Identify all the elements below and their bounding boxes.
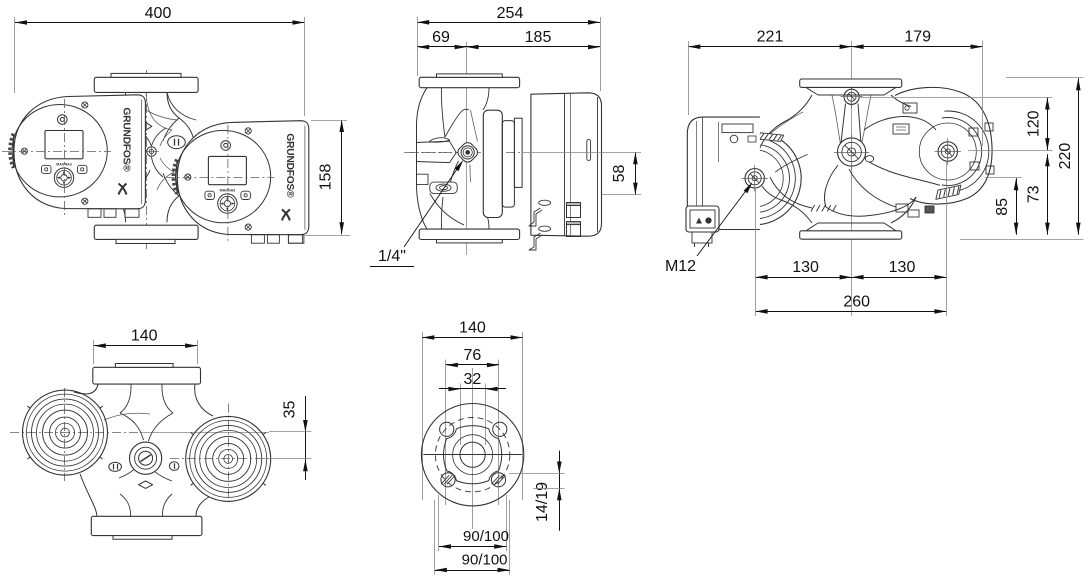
svg-text:221: 221: [757, 29, 784, 46]
svg-text:90/100: 90/100: [463, 528, 509, 545]
svg-text:73: 73: [1026, 185, 1043, 203]
svg-text:85: 85: [994, 198, 1011, 216]
svg-text:32: 32: [464, 371, 482, 388]
svg-text:GRUNDFOS®: GRUNDFOS®: [121, 108, 132, 173]
svg-text:MAGNA3: MAGNA3: [56, 163, 72, 167]
svg-text:90/100: 90/100: [462, 552, 508, 569]
svg-text:179: 179: [904, 29, 931, 46]
svg-text:MAGNA3: MAGNA3: [220, 189, 236, 193]
svg-text:M12: M12: [665, 258, 696, 275]
svg-text:GRUNDFOS®: GRUNDFOS®: [284, 133, 295, 198]
svg-text:58: 58: [611, 165, 628, 183]
svg-text:254: 254: [497, 5, 524, 22]
svg-text:130: 130: [792, 259, 819, 276]
svg-text:14/19: 14/19: [534, 482, 551, 522]
svg-text:130: 130: [889, 259, 916, 276]
svg-text:69: 69: [432, 29, 450, 46]
svg-text:185: 185: [525, 29, 552, 46]
svg-text:120: 120: [1025, 110, 1042, 137]
svg-text:220: 220: [1057, 143, 1074, 170]
svg-text:76: 76: [464, 347, 482, 364]
svg-text:260: 260: [843, 293, 870, 310]
svg-text:400: 400: [145, 5, 172, 22]
svg-text:1/4": 1/4": [378, 248, 406, 265]
svg-text:158: 158: [318, 164, 335, 191]
svg-text:140: 140: [131, 328, 158, 345]
svg-text:35: 35: [282, 401, 299, 419]
svg-text:140: 140: [459, 320, 486, 337]
